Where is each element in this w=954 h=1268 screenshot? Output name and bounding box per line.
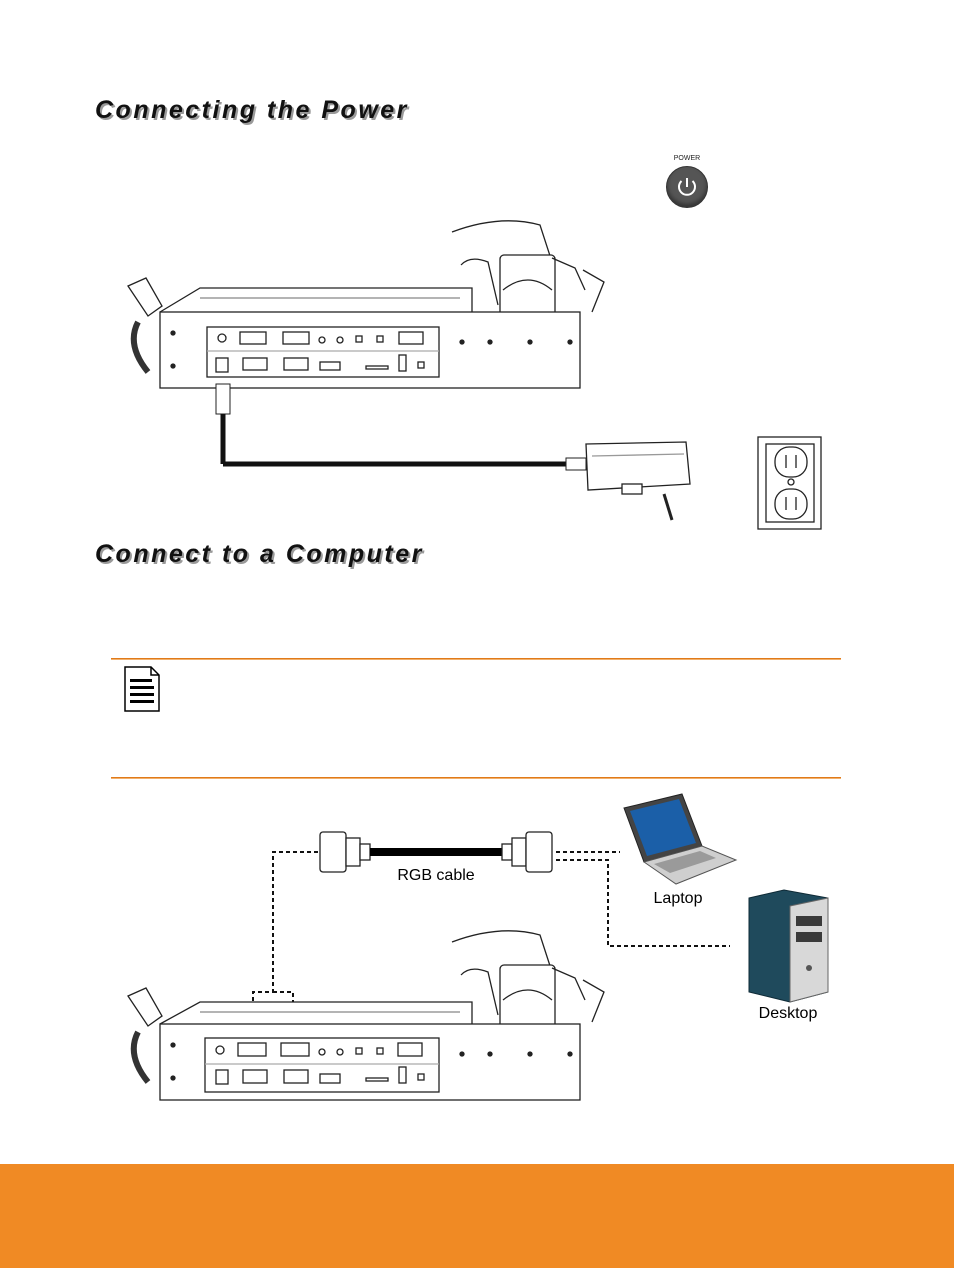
desktop-illustration — [748, 889, 829, 1003]
section-title-computer: Connect to a Computer — [95, 540, 424, 568]
laptop-illustration — [623, 793, 738, 885]
document-camera-rear-view — [127, 220, 605, 389]
section-title-power: Connecting the Power — [95, 96, 409, 124]
note-rule-top — [111, 658, 841, 660]
power-label: POWER — [673, 155, 701, 162]
connection-lines — [252, 851, 730, 1012]
computer-connection-diagram: RGB cable Laptop Desktop — [127, 793, 829, 1101]
power-connection-diagram — [127, 220, 822, 530]
document-camera-rear-view-2 — [127, 930, 605, 1101]
power-cable — [215, 383, 587, 471]
note-rule-bottom — [111, 777, 841, 779]
power-icon — [678, 178, 696, 196]
power-button — [666, 166, 708, 208]
note-icon — [124, 666, 160, 712]
rgb-cable-label: RGB cable — [397, 867, 474, 884]
wall-outlet — [757, 436, 822, 530]
power-adapter — [585, 441, 691, 521]
footer-band — [0, 1164, 954, 1268]
rgb-cable — [319, 831, 553, 873]
laptop-label: Laptop — [654, 890, 703, 907]
desktop-label: Desktop — [759, 1005, 818, 1022]
